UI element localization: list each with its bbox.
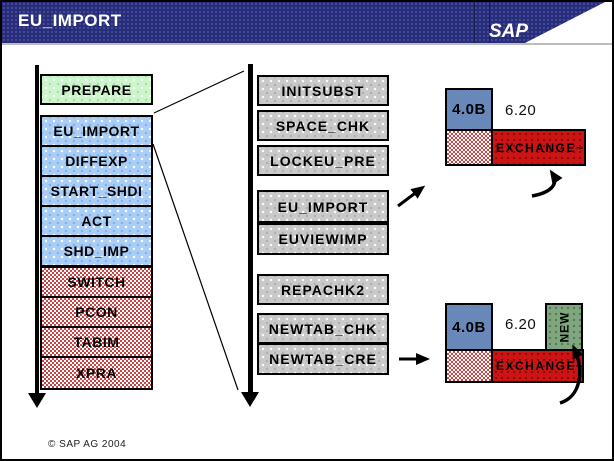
- step-box-space-chk: SPACE_CHK: [257, 110, 389, 141]
- phase-box-act: ACT: [40, 205, 153, 237]
- sap-logo: SAP: [489, 21, 529, 42]
- phase-box-diffexp: DIFFEXP: [40, 145, 153, 177]
- version-box-40b-bottom: 4.0B: [445, 303, 493, 351]
- phase-box-pcon: PCON: [40, 296, 153, 328]
- header-divider-line: [474, 2, 475, 43]
- step-box-repachk2: REPACHK2: [257, 274, 389, 305]
- eu-import-to-diagram-arrow: [397, 185, 426, 208]
- expand-line-lower: [152, 143, 239, 391]
- phase-box-switch: SWITCH: [40, 266, 153, 298]
- header-bar: [2, 2, 612, 43]
- left-flow-line: [35, 65, 39, 394]
- step-box-lockeu-pre: LOCKEU_PRE: [257, 145, 389, 176]
- phase-box-prepare: PREPARE: [40, 74, 153, 105]
- middle-flow-line: [248, 64, 253, 393]
- expand-line-upper: [153, 70, 245, 114]
- version-label-620-bottom: 6.20: [505, 316, 537, 333]
- new-table-box: NEW: [545, 303, 583, 351]
- old-table-box-bottom: [445, 349, 493, 383]
- phase-box-tabim: TABIM: [40, 326, 153, 358]
- version-label-620-top: 6.20: [505, 102, 537, 119]
- step-box-newtab-chk: NEWTAB_CHK: [257, 313, 389, 344]
- phase-box-xpra: XPRA: [40, 356, 153, 390]
- header-divider-line: [489, 2, 490, 43]
- phase-box-shd-imp: SHD_IMP: [40, 235, 153, 267]
- page-title: EU_IMPORT: [18, 11, 122, 30]
- copyright-text: © SAP AG 2004: [48, 439, 127, 450]
- middle-flow-arrowhead-icon: [241, 392, 259, 407]
- step-box-eu-import: EU_IMPORT: [257, 190, 389, 223]
- old-table-box-top: [445, 129, 493, 166]
- step-box-euviewimp: EUVIEWIMP: [257, 223, 389, 255]
- phase-box-eu-import: EU_IMPORT: [40, 115, 153, 147]
- exchange-swoosh-arrow-top: [531, 169, 563, 198]
- exchange-box-bottom: EXCHANGE~: [491, 349, 584, 383]
- header-underline: [2, 43, 612, 45]
- left-flow-arrowhead-icon: [28, 393, 46, 408]
- step-box-newtab-cre: NEWTAB_CRE: [257, 343, 389, 375]
- phase-box-start-shdi: START_SHDI: [40, 175, 153, 207]
- exchange-box-top: EXCHANGE~: [491, 129, 586, 166]
- version-box-40b-top: 4.0B: [445, 88, 493, 131]
- step-box-initsubst: INITSUBST: [257, 75, 389, 106]
